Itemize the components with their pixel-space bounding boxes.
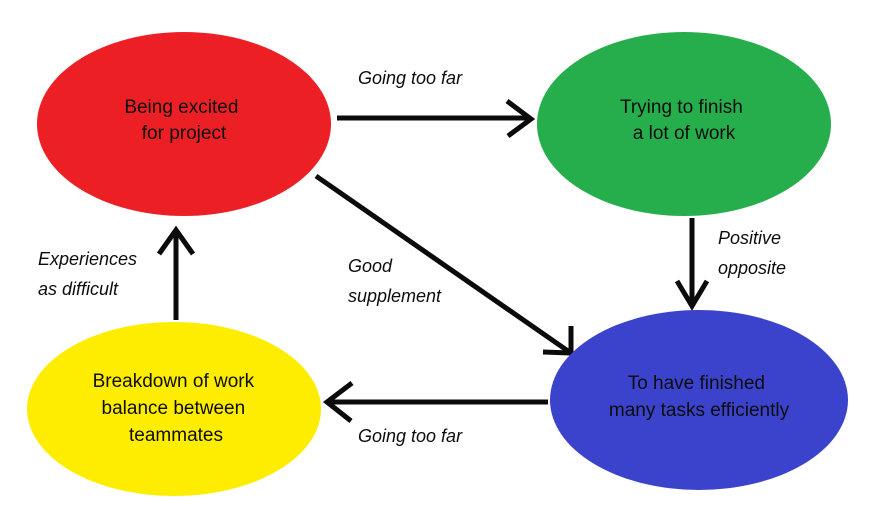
- edge-label-line: as difficult: [38, 279, 119, 299]
- node-label-line: balance between: [102, 398, 246, 419]
- edge-label-line: Positive: [718, 228, 781, 248]
- arrow-head-icon: [674, 279, 710, 311]
- node-label-line: Trying to finish: [620, 97, 743, 118]
- arrow-head-icon: [505, 99, 536, 139]
- node-label: Trying to finish a lot of work: [620, 97, 748, 144]
- edge-line: [314, 173, 570, 354]
- node-label-line: a lot of work: [633, 123, 736, 144]
- node-ellipse[interactable]: [537, 32, 831, 216]
- node-breakdown-of-work[interactable]: Breakdown of work balance between teamma…: [27, 322, 321, 496]
- node-label-line: Being excited: [124, 97, 238, 118]
- edge-label-line: opposite: [718, 258, 786, 278]
- node-ellipse[interactable]: [550, 310, 848, 490]
- edge-excited-to-finished: [314, 173, 574, 356]
- node-label: To have finished many tasks efficiently: [609, 373, 790, 421]
- node-label: Being excited for project: [124, 97, 243, 144]
- edge-label-line: supplement: [348, 286, 442, 306]
- edge-label-going-too-far-top: Going too far: [358, 68, 463, 88]
- edge-breakdown-to-excited: [156, 225, 196, 320]
- arrow-head-icon: [322, 381, 354, 423]
- node-label-line: Breakdown of work: [93, 371, 255, 392]
- node-ellipse[interactable]: [37, 32, 331, 216]
- node-label-line: for project: [142, 123, 227, 144]
- edge-label-going-too-far-bottom: Going too far: [358, 426, 463, 446]
- node-label-line: teammates: [129, 425, 223, 446]
- node-to-have-finished[interactable]: To have finished many tasks efficiently: [550, 310, 848, 490]
- edge-label-experiences-as-difficult: Experiences as difficult: [38, 249, 142, 299]
- edge-label-line: Good: [348, 256, 393, 276]
- edge-label-positive-opposite: Positive opposite: [718, 228, 786, 278]
- edge-trying-to-finished: [674, 218, 710, 311]
- edge-finished-to-breakdown: [322, 381, 548, 423]
- arrow-head-icon: [542, 326, 574, 356]
- edge-label-line: Going too far: [358, 426, 463, 446]
- edge-label-good-supplement: Good supplement: [348, 256, 442, 306]
- node-trying-to-finish[interactable]: Trying to finish a lot of work: [537, 32, 831, 216]
- node-ellipse[interactable]: [27, 322, 321, 496]
- edge-excited-to-trying: [337, 99, 536, 139]
- arrow-head-icon: [156, 225, 196, 256]
- node-label-line: many tasks efficiently: [609, 400, 790, 421]
- edge-label-line: Going too far: [358, 68, 463, 88]
- edge-label-line: Experiences: [38, 249, 137, 269]
- node-label: Breakdown of work balance between teamma…: [93, 371, 260, 446]
- node-label-line: To have finished: [628, 373, 765, 394]
- node-being-excited[interactable]: Being excited for project: [37, 32, 331, 216]
